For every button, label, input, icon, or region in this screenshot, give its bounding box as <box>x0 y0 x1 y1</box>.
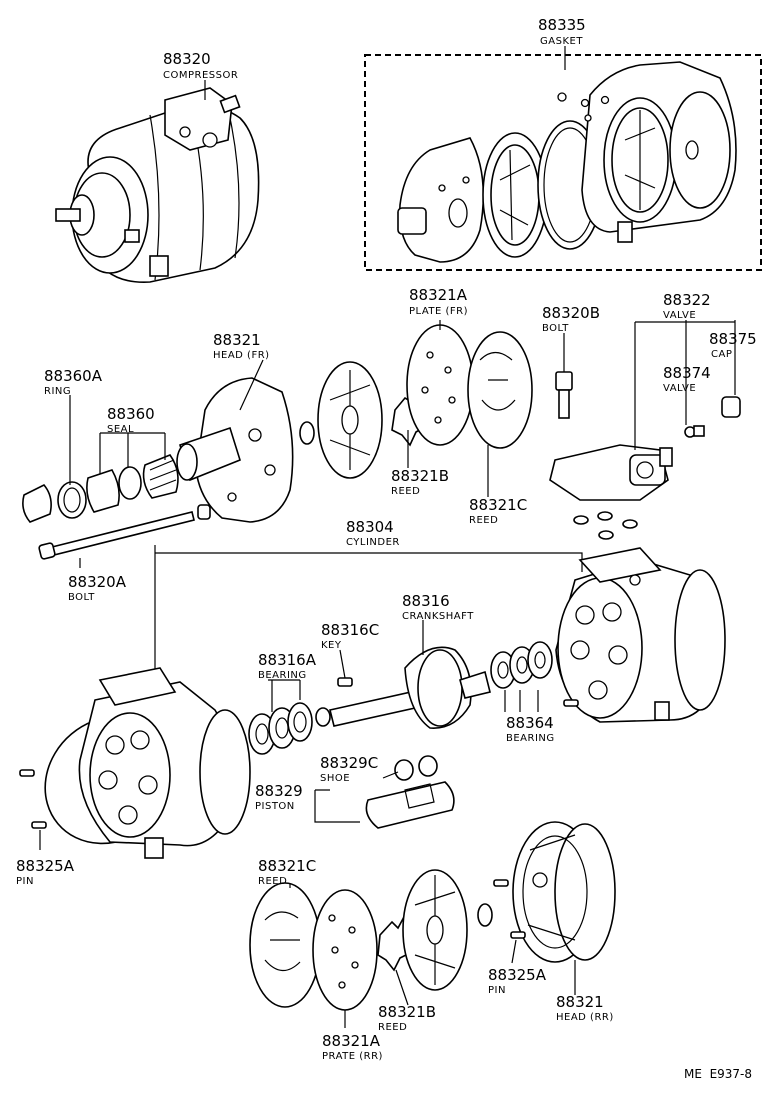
cylinder-right-drawing <box>555 547 726 723</box>
part-number: 88321B <box>391 467 449 485</box>
callout-88320A: 88320A BOLT <box>68 573 127 603</box>
part-number: 88321 <box>213 331 261 349</box>
part-description: CRANKSHAFT <box>402 611 474 622</box>
callout-88325A-right: 88325A PIN <box>488 966 547 996</box>
callout-88322: 88322 VALVE <box>663 291 711 321</box>
callout-88321-rr: 88321 HEAD (RR) <box>556 993 614 1023</box>
callout-88321A-fr: 88321A PLATE (FR) <box>409 286 468 317</box>
ring-88360A <box>57 481 87 519</box>
part-number: 88321C <box>469 496 527 514</box>
callout-88360A: 88360A RING <box>44 367 103 397</box>
cylinder-left-drawing <box>19 667 251 859</box>
callout-88364: 88364 BEARING <box>506 714 555 744</box>
part-description: KEY <box>321 640 342 651</box>
part-number: 88320B <box>542 304 600 322</box>
part-description: REED <box>258 876 287 887</box>
callout-88325A-left: 88325A PIN <box>16 857 75 887</box>
callout-88321B-bot: 88321B REED <box>378 1003 436 1033</box>
part-description: VALVE <box>663 383 696 394</box>
valve-assembly <box>549 320 741 540</box>
part-number: 88320A <box>68 573 127 591</box>
part-description: CYLINDER <box>346 537 400 548</box>
part-number: 88320 <box>163 50 211 68</box>
callout-88304: 88304 CYLINDER <box>346 518 400 548</box>
part-description: BEARING <box>258 670 307 681</box>
part-description: GASKET <box>540 36 583 47</box>
part-description: BOLT <box>542 323 569 334</box>
callout-88321-fr: 88321 HEAD (FR) <box>213 331 270 361</box>
crankshaft-drawing <box>315 646 491 729</box>
part-description: REED <box>469 515 498 526</box>
part-number: 88321A <box>409 286 468 304</box>
part-description: SEAL <box>107 424 134 435</box>
part-number: 88329C <box>320 754 378 772</box>
leader-lines <box>39 46 576 1028</box>
part-number: 88316 <box>402 592 450 610</box>
part-number: 88321 <box>556 993 604 1011</box>
front-seal-group <box>22 454 211 560</box>
part-description: REED <box>378 1022 407 1033</box>
callout-88360: 88360 SEAL <box>107 405 155 435</box>
part-description: BEARING <box>506 733 555 744</box>
callout-88321A-rr: 88321A PRATE (RR) <box>322 1032 383 1062</box>
figure-code: ME E937-8 <box>684 1067 752 1081</box>
callout-88316C: 88316C KEY <box>321 621 379 651</box>
part-number: 88375 <box>709 330 757 348</box>
callout-88321B-top: 88321B REED <box>391 467 449 497</box>
front-head-drawing <box>176 377 315 523</box>
part-number: 88321C <box>258 857 316 875</box>
part-number: 88360 <box>107 405 155 423</box>
cylinder-bracket <box>154 545 583 680</box>
part-number: 88335 <box>538 16 586 34</box>
part-description: REED <box>391 486 420 497</box>
callout-88316: 88316 CRANKSHAFT <box>402 592 474 622</box>
piston-shoe-group <box>314 755 455 829</box>
part-number: 88316C <box>321 621 379 639</box>
part-description: CAP <box>711 349 732 360</box>
part-description: SHOE <box>320 773 350 784</box>
part-number: 88325A <box>488 966 547 984</box>
part-description: VALVE <box>663 310 696 321</box>
part-number: 88321B <box>378 1003 436 1021</box>
callout-88321C-bot: 88321C REED <box>258 857 316 887</box>
bearing-88364 <box>490 641 553 712</box>
part-description: PLATE (FR) <box>409 306 468 317</box>
part-description: PIN <box>16 876 34 887</box>
compressor-assembly-drawing <box>55 87 260 283</box>
part-number: 88374 <box>663 364 711 382</box>
part-description: HEAD (FR) <box>213 350 270 361</box>
part-number: 88322 <box>663 291 711 309</box>
part-number: 88316A <box>258 651 317 669</box>
part-description: HEAD (RR) <box>556 1012 614 1023</box>
part-number: 88321A <box>322 1032 381 1050</box>
callout-88374: 88374 VALVE <box>663 364 711 394</box>
part-description: RING <box>44 386 71 397</box>
part-number: 88360A <box>44 367 103 385</box>
part-description: PIN <box>488 985 506 996</box>
part-description: BOLT <box>68 592 95 603</box>
callout-88375: 88375 CAP <box>709 330 757 360</box>
part-number: 88325A <box>16 857 75 875</box>
callout-88321C-top: 88321C REED <box>469 496 527 526</box>
callout-88320B: 88320B BOLT <box>542 304 600 334</box>
callout-88329: 88329 PISTON <box>255 782 303 812</box>
callout-88316A: 88316A BEARING <box>258 651 317 681</box>
part-description: PISTON <box>255 801 295 812</box>
part-number: 88329 <box>255 782 303 800</box>
callout-88320: 88320 COMPRESSOR <box>163 50 238 81</box>
part-description: COMPRESSOR <box>163 70 238 81</box>
gasket-kit-box <box>364 54 762 271</box>
bolt-88320B <box>555 333 573 419</box>
callout-88329C: 88329C SHOE <box>320 754 378 784</box>
part-number: 88304 <box>346 518 394 536</box>
callout-88335: 88335 GASKET <box>538 16 586 47</box>
part-description: PRATE (RR) <box>322 1051 383 1062</box>
front-plate-reed-group <box>317 324 533 479</box>
part-number: 88364 <box>506 714 554 732</box>
rear-plate-reed-group <box>249 821 616 1011</box>
bearing-88316A <box>248 702 313 755</box>
shaft-sleeve <box>22 484 52 523</box>
